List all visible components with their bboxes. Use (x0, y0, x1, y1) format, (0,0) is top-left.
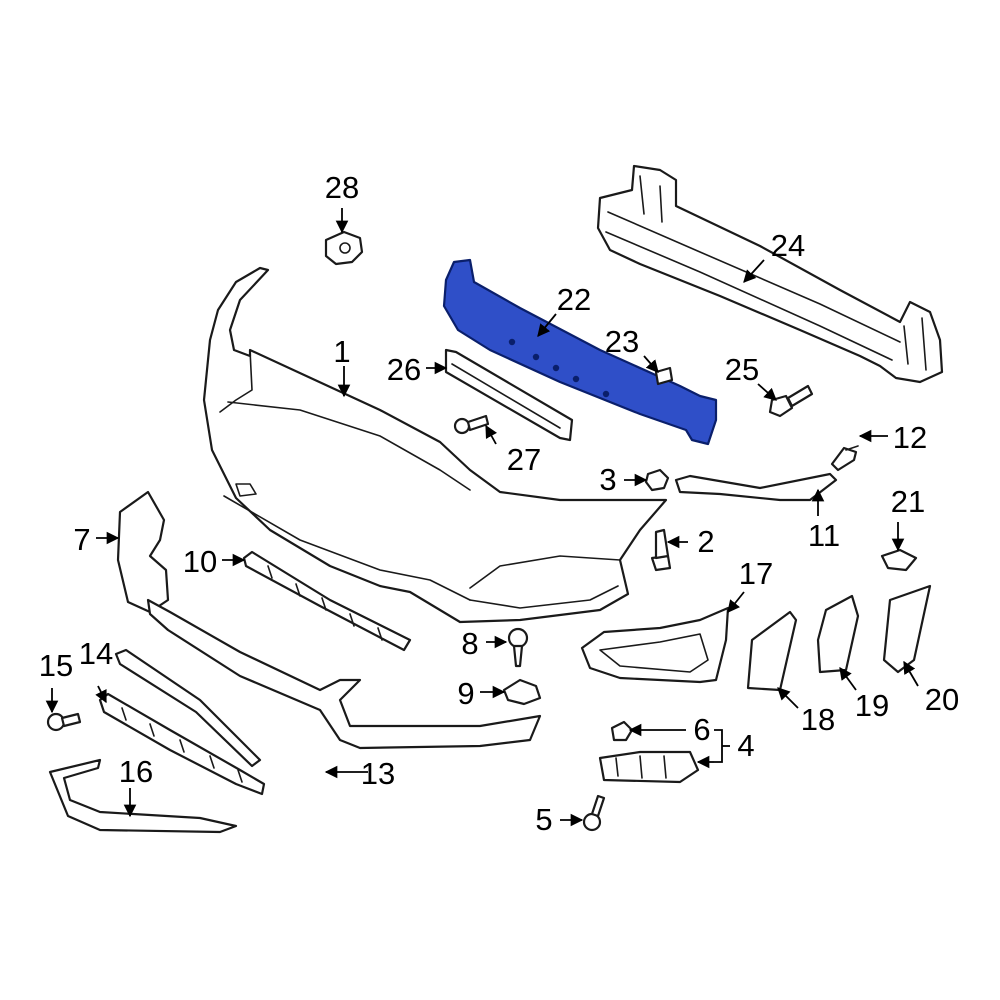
part-4-bracket-assembly (598, 750, 700, 784)
callout-28: 28 (325, 170, 359, 205)
callout-9: 9 (457, 676, 474, 711)
callout-labels: 28 24 22 23 26 1 25 12 27 3 21 11 2 7 10… (39, 170, 959, 837)
part-24-reinforcement-bar (596, 164, 944, 384)
callout-16: 16 (119, 754, 153, 789)
part-1-bumper-cover (202, 266, 668, 624)
callout-1: 1 (333, 334, 350, 369)
callout-25: 25 (725, 352, 759, 387)
callout-14: 14 (79, 636, 113, 671)
part-25-bolt (768, 384, 814, 418)
part-2-screw (650, 528, 672, 572)
callout-24: 24 (771, 228, 805, 263)
callout-5: 5 (535, 802, 552, 837)
part-9-clip (502, 678, 542, 706)
callout-20: 20 (925, 682, 959, 717)
part-3-nut (644, 468, 670, 492)
callout-19: 19 (855, 688, 889, 723)
callout-12: 12 (893, 420, 927, 455)
callout-4: 4 (737, 728, 754, 763)
part-11-strip (674, 472, 838, 502)
part-6-nut (610, 720, 634, 742)
part-14-molding (98, 648, 266, 796)
part-22-energy-absorber (442, 258, 718, 446)
callout-13: 13 (361, 756, 395, 791)
callout-26: 26 (387, 352, 421, 387)
part-8-screw (507, 627, 529, 668)
part-17-bezel (580, 606, 730, 684)
callout-17: 17 (739, 556, 773, 591)
part-15-screw (46, 712, 82, 732)
callout-27: 27 (507, 442, 541, 477)
callout-7: 7 (73, 522, 90, 557)
callout-6: 6 (693, 712, 710, 747)
part-19-bracket (816, 594, 860, 674)
callout-22: 22 (557, 282, 591, 317)
part-20-bracket (882, 584, 932, 674)
absorber-body (442, 258, 718, 446)
callout-10: 10 (183, 544, 217, 579)
part-13-valance (146, 598, 542, 750)
leader-lines (45, 208, 919, 827)
callout-8: 8 (461, 626, 478, 661)
callout-21: 21 (891, 484, 925, 519)
part-28-bracket (324, 230, 364, 266)
part-5-screw (582, 794, 606, 832)
part-18-bracket (746, 610, 798, 692)
callout-2: 2 (697, 524, 714, 559)
part-16-trim (48, 758, 238, 834)
part-21-clip (880, 548, 918, 572)
part-27-screw (453, 414, 490, 435)
callout-23: 23 (605, 324, 639, 359)
callout-18: 18 (801, 702, 835, 737)
part-10-strip (242, 550, 412, 652)
part-23-clip (654, 366, 674, 386)
part-12-pin (830, 445, 859, 472)
part-7-trim (116, 490, 170, 614)
callout-11: 11 (808, 518, 840, 553)
callout-3: 3 (599, 462, 616, 497)
callout-15: 15 (39, 648, 73, 683)
